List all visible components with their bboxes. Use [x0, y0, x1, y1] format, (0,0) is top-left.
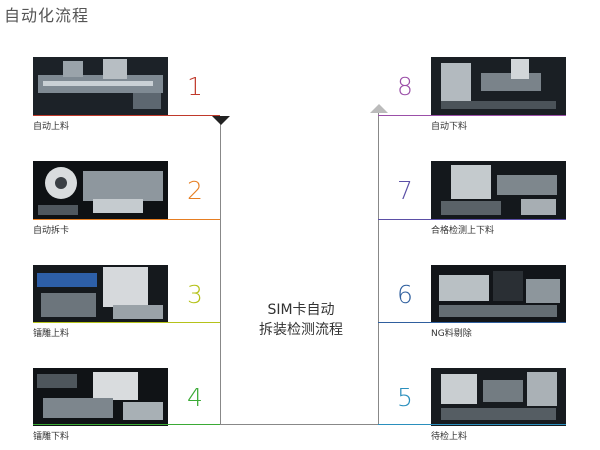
page-title: 自动化流程 [4, 6, 90, 25]
step-3-number: 3 [187, 280, 203, 309]
step-5-underline [378, 424, 566, 425]
step-6-number: 6 [397, 280, 413, 309]
step-4-label: 镭雕下料 [33, 432, 70, 442]
step-8-underline [378, 115, 566, 116]
step-7-label: 合格检测上下料 [431, 226, 495, 236]
step-5-photo [431, 368, 566, 426]
step-7-photo [431, 161, 566, 219]
step-1-label: 自动上料 [33, 122, 70, 132]
step-5-label: 待检上料 [431, 432, 468, 442]
step-7-number: 7 [397, 176, 413, 205]
flow-arrow-down-icon [212, 116, 230, 125]
step-8-photo [431, 57, 566, 115]
step-3-underline [33, 322, 220, 323]
step-4-photo [33, 368, 168, 426]
step-5-number: 5 [397, 383, 413, 412]
left-vertical-connector [220, 118, 221, 424]
step-6-label: NG料剔除 [431, 329, 472, 339]
step-1-number: 1 [187, 72, 203, 101]
step-2-label: 自动拆卡 [33, 226, 70, 236]
center-caption: SIM卡自动 拆装检测流程 [240, 300, 362, 340]
step-6-underline [378, 322, 566, 323]
right-vertical-connector [378, 112, 379, 424]
step-8-number: 8 [397, 72, 413, 101]
step-2-underline [33, 219, 220, 220]
step-2-number: 2 [187, 176, 203, 205]
center-caption-line1: SIM卡自动 [267, 302, 335, 318]
step-3-photo [33, 265, 168, 323]
step-6-photo [431, 265, 566, 323]
step-1-underline [33, 115, 220, 116]
step-8-label: 自动下料 [431, 122, 468, 132]
step-4-number: 4 [187, 383, 203, 412]
bottom-connector [220, 424, 379, 425]
step-7-underline [378, 219, 566, 220]
step-1-photo [33, 57, 168, 115]
step-3-label: 镭雕上料 [33, 329, 70, 339]
flow-arrow-up-icon [370, 104, 388, 113]
step-4-underline [33, 424, 220, 425]
center-caption-line2: 拆装检测流程 [259, 322, 343, 338]
step-2-photo [33, 161, 168, 219]
